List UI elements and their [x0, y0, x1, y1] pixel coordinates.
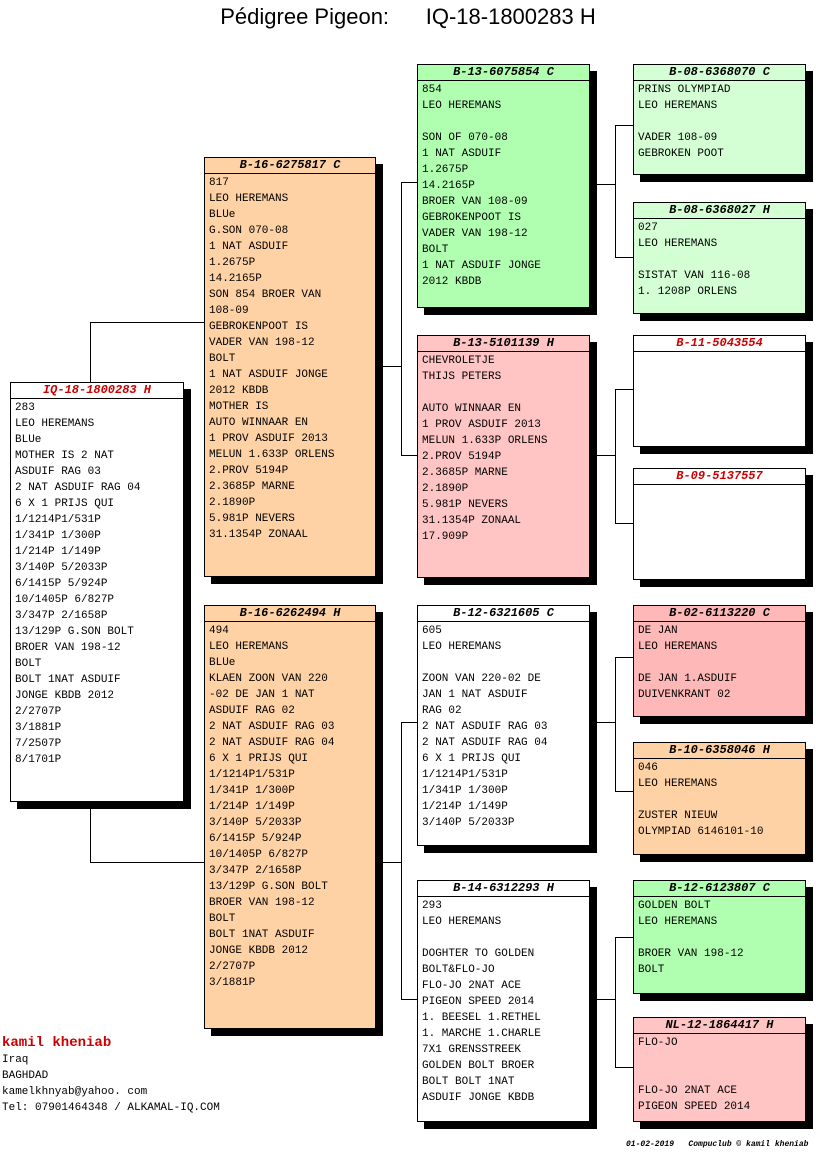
- title-label: Pédigree Pigeon:: [220, 4, 390, 29]
- connector-line: [401, 455, 417, 456]
- connector-line: [401, 722, 402, 1000]
- connector-line: [90, 862, 204, 863]
- connector-line: [615, 1067, 633, 1068]
- pigeon-card-great-grandparent[interactable]: B-08-6368027 H 027 LEO HEREMANS SISTAT V…: [633, 202, 806, 314]
- pigeon-notes: GOLDEN BOLT LEO HEREMANS BROER VAN 198-1…: [638, 900, 744, 976]
- pigeon-notes: 046 LEO HEREMANS ZUSTER NIEUW OLYMPIAD 6…: [638, 762, 764, 838]
- ring-number: B-08-6368027 H: [634, 203, 805, 219]
- pigeon-notes: 293 LEO HEREMANS DOGHTER TO GOLDEN BOLT&…: [422, 900, 541, 1104]
- connector-line: [615, 937, 616, 1068]
- owner-email[interactable]: kamelkhnyab@yahoo. com: [2, 1086, 148, 1098]
- pigeon-notes: CHEVROLETJE THIJS PETERS AUTO WINNAAR EN…: [422, 355, 548, 543]
- title-ring: IQ-18-1800283 H: [425, 4, 596, 29]
- ring-number: IQ-18-1800283 H: [11, 383, 183, 399]
- ring-number: B-09-5137557: [634, 469, 805, 485]
- owner-info: kamil kheniab Iraq BAGHDAD kamelkhnyab@y…: [2, 1034, 220, 1116]
- pigeon-card-great-grandparent[interactable]: B-11-5043554: [633, 335, 806, 447]
- pigeon-card-great-grandparent[interactable]: B-09-5137557: [633, 468, 806, 580]
- connector-line: [615, 257, 633, 258]
- ring-number: B-08-6368070 C: [634, 65, 805, 81]
- connector-line: [615, 657, 633, 658]
- connector-line: [597, 184, 615, 185]
- pigeon-card-great-grandparent[interactable]: B-10-6358046 H 046 LEO HEREMANS ZUSTER N…: [633, 742, 806, 855]
- connector-line: [597, 722, 615, 723]
- connector-line: [615, 523, 633, 524]
- pigeon-card-great-grandparent[interactable]: NL-12-1864417 H FLO-JO FLO-JO 2NAT ACE P…: [633, 1017, 806, 1122]
- ring-number: NL-12-1864417 H: [634, 1018, 805, 1034]
- footer: 01-02-2019 Compuclub © kamil kheniab: [626, 1140, 808, 1149]
- ring-number: B-10-6358046 H: [634, 743, 805, 759]
- pigeon-notes: DE JAN LEO HEREMANS DE JAN 1.ASDUIF DUIV…: [638, 625, 738, 701]
- ring-number: B-12-6123807 C: [634, 881, 805, 897]
- owner-contact: Tel: 07901464348 / ALKAMAL-IQ.COM: [2, 1102, 220, 1114]
- owner-name: kamil kheniab: [2, 1035, 112, 1051]
- ring-number: B-13-5101139 H: [418, 336, 589, 352]
- footer-date: 01-02-2019: [626, 1140, 675, 1149]
- pigeon-notes: 494 LEO HEREMANS BLUe KLAEN ZOON VAN 220…: [209, 625, 335, 989]
- connector-line: [615, 937, 633, 938]
- pigeon-notes: PRINS OLYMPIAD LEO HEREMANS VADER 108-09…: [638, 84, 731, 160]
- owner-line: BAGHDAD: [2, 1070, 49, 1082]
- connector-line: [615, 125, 616, 258]
- connector-line: [383, 862, 401, 863]
- pigeon-notes: 854 LEO HEREMANS SON OF 070-08 1 NAT ASD…: [422, 84, 541, 288]
- connector-line: [90, 322, 204, 323]
- connector-line: [90, 802, 91, 863]
- pigeon-card-great-grandparent[interactable]: B-08-6368070 C PRINS OLYMPIAD LEO HEREMA…: [633, 64, 806, 175]
- owner-line: Iraq: [2, 1054, 29, 1066]
- pigeon-card-subject[interactable]: IQ-18-1800283 H 283 LEO HEREMANS BLUe MO…: [10, 382, 184, 802]
- pigeon-notes: 817 LEO HEREMANS BLUe G.SON 070-08 1 NAT…: [209, 177, 335, 541]
- connector-line: [597, 999, 615, 1000]
- connector-line: [90, 322, 91, 384]
- connector-line: [615, 791, 633, 792]
- connector-line: [401, 182, 402, 456]
- ring-number: B-16-6262494 H: [205, 606, 375, 622]
- ring-number: B-12-6321605 C: [418, 606, 589, 622]
- connector-line: [597, 455, 615, 456]
- pigeon-card-sire-dam[interactable]: B-13-5101139 H CHEVROLETJE THIJS PETERS …: [417, 335, 590, 578]
- connector-line: [383, 366, 401, 367]
- ring-number: B-11-5043554: [634, 336, 805, 352]
- pigeon-card-dam-dam[interactable]: B-14-6312293 H 293 LEO HEREMANS DOGHTER …: [417, 880, 590, 1122]
- connector-line: [401, 182, 417, 183]
- ring-number: B-13-6075854 C: [418, 65, 589, 81]
- ring-number: B-02-6113220 C: [634, 606, 805, 622]
- ring-number: B-16-6275817 C: [205, 158, 375, 174]
- pigeon-card-great-grandparent[interactable]: B-02-6113220 C DE JAN LEO HEREMANS DE JA…: [633, 605, 806, 717]
- pigeon-notes: [634, 485, 805, 487]
- connector-line: [615, 389, 616, 524]
- pigeon-notes: 605 LEO HEREMANS ZOON VAN 220-02 DE JAN …: [422, 625, 548, 829]
- ring-number: B-14-6312293 H: [418, 881, 589, 897]
- pigeon-card-dam[interactable]: B-16-6262494 H 494 LEO HEREMANS BLUe KLA…: [204, 605, 376, 1029]
- connector-line: [615, 389, 633, 390]
- pigeon-card-sire-sire[interactable]: B-13-6075854 C 854 LEO HEREMANS SON OF 0…: [417, 64, 590, 308]
- connector-line: [401, 999, 417, 1000]
- connector-line: [615, 125, 633, 126]
- pigeon-notes: [634, 352, 805, 354]
- footer-credit: Compuclub © kamil kheniab: [688, 1140, 809, 1149]
- connector-line: [615, 657, 616, 792]
- pigeon-notes: FLO-JO FLO-JO 2NAT ACE PIGEON SPEED 2014: [638, 1037, 751, 1113]
- pigeon-card-dam-sire[interactable]: B-12-6321605 C 605 LEO HEREMANS ZOON VAN…: [417, 605, 590, 846]
- connector-line: [401, 722, 417, 723]
- pigeon-card-great-grandparent[interactable]: B-12-6123807 C GOLDEN BOLT LEO HEREMANS …: [633, 880, 806, 994]
- page-title: Pédigree Pigeon: IQ-18-1800283 H: [0, 4, 816, 30]
- pigeon-notes: 283 LEO HEREMANS BLUe MOTHER IS 2 NAT AS…: [15, 402, 141, 766]
- pigeon-notes: 027 LEO HEREMANS SISTAT VAN 116-08 1. 12…: [638, 222, 751, 298]
- pigeon-card-sire[interactable]: B-16-6275817 C 817 LEO HEREMANS BLUe G.S…: [204, 157, 376, 577]
